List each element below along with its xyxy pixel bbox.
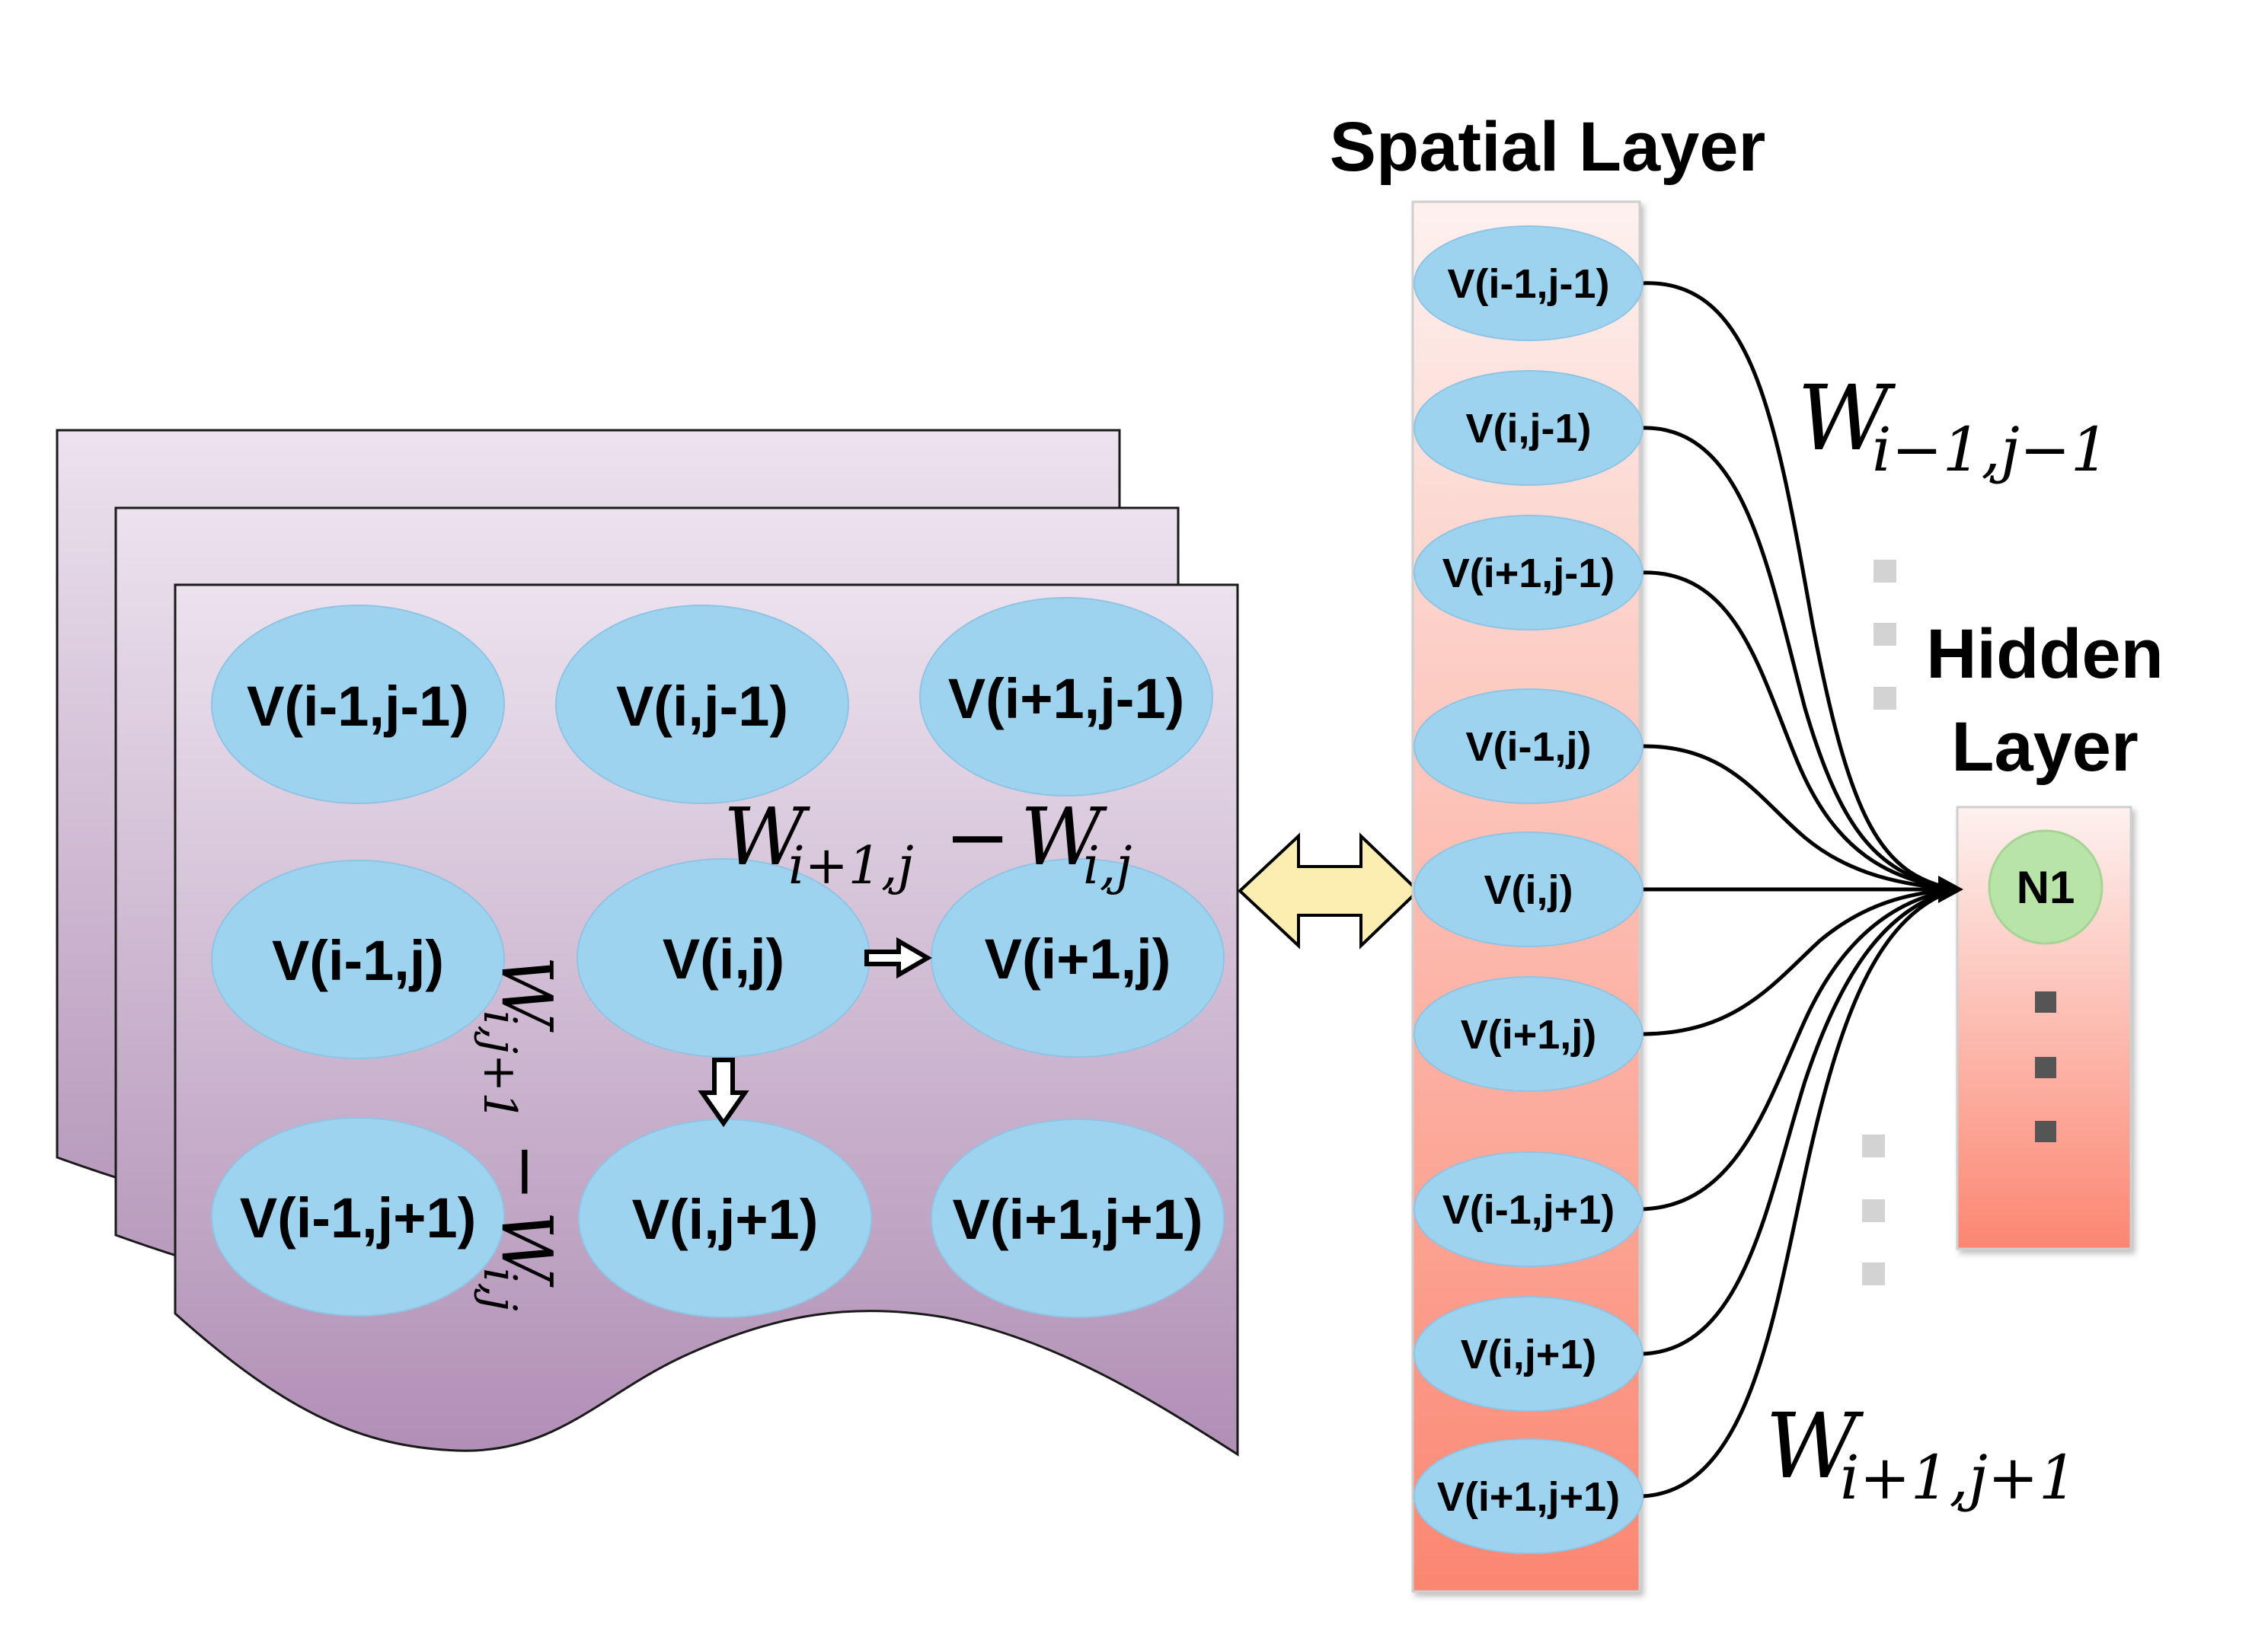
right-arrow-icon bbox=[864, 937, 932, 979]
weight-bottom-w: W bbox=[1765, 1393, 1864, 1499]
hidden-ellipsis-dot bbox=[2035, 1121, 2056, 1142]
grid-node-label-5: V(i+1,j) bbox=[985, 927, 1171, 991]
horizontal-weight-w2: W bbox=[1021, 790, 1107, 883]
spatial-node-2 bbox=[1414, 515, 1644, 630]
grid-node-label-4: V(i,j) bbox=[663, 927, 784, 991]
spatial-node-label-2: V(i+1,j-1) bbox=[1442, 551, 1615, 596]
weight-label-bottom: W i+1,j+1 bbox=[1765, 1393, 2078, 1513]
grid-node-label-0: V(i-1,j-1) bbox=[247, 675, 469, 738]
connection-6 bbox=[1640, 887, 1957, 1211]
vertical-weight-w2: W bbox=[486, 1211, 567, 1288]
horizontal-weight-label: W i+1,j − W i,j bbox=[724, 790, 1132, 896]
connection-3 bbox=[1640, 744, 1957, 892]
connection-2 bbox=[1640, 570, 1957, 892]
spatial-layer-title: Spatial Layer bbox=[1330, 108, 1766, 186]
connection-0 bbox=[1640, 281, 1957, 892]
weight-top-w: W bbox=[1797, 366, 1896, 471]
grid-node-label-2: V(i+1,j-1) bbox=[948, 667, 1185, 730]
connection-7 bbox=[1640, 887, 1957, 1356]
weight-top-sub: i−1,j−1 bbox=[1872, 414, 2110, 485]
spatial-node-5 bbox=[1414, 976, 1644, 1092]
spatial-node-3 bbox=[1414, 688, 1644, 804]
hidden-ellipsis-dot bbox=[2035, 991, 2056, 1013]
vertical-weight-w1-sub: i,j+1 bbox=[473, 1010, 526, 1121]
grid-node-1 bbox=[555, 605, 849, 804]
vertical-weight-w1: W bbox=[486, 956, 567, 1033]
ellipsis-dot bbox=[1873, 687, 1896, 710]
hidden-layer-ellipsis bbox=[2035, 991, 2056, 1142]
spatial-node-1 bbox=[1414, 370, 1644, 486]
spatial-node-label-5: V(i+1,j) bbox=[1461, 1012, 1597, 1058]
weight-label-top: W i−1,j−1 bbox=[1797, 366, 2110, 485]
grid-node-2 bbox=[919, 597, 1213, 796]
spatial-layer-nodes: V(i-1,j-1) V(i,j-1) V(i+1,j-1) V(i-1,j) … bbox=[1414, 225, 1644, 1554]
grid-node-6 bbox=[211, 1117, 505, 1317]
ellipsis-dot bbox=[1862, 1135, 1885, 1157]
grid-node-label-3: V(i-1,j) bbox=[272, 929, 444, 992]
bidirectional-arrow-icon bbox=[1238, 832, 1420, 950]
connection-1 bbox=[1640, 426, 1957, 892]
grid-node-label-8: V(i+1,j+1) bbox=[952, 1188, 1203, 1251]
horizontal-weight-w1: W bbox=[724, 790, 810, 883]
spatial-node-label-4: V(i,j) bbox=[1484, 867, 1573, 913]
spatial-node-6 bbox=[1414, 1151, 1644, 1267]
hidden-node-n1-label: N1 bbox=[2017, 862, 2075, 913]
spatial-node-label-3: V(i-1,j) bbox=[1465, 724, 1591, 770]
grid-node-label-6: V(i-1,j+1) bbox=[240, 1186, 477, 1250]
spatial-node-8 bbox=[1414, 1438, 1644, 1554]
hidden-ellipsis-dot bbox=[2035, 1057, 2056, 1078]
spatial-node-label-8: V(i+1,j+1) bbox=[1437, 1474, 1620, 1520]
spatial-node-label-1: V(i,j-1) bbox=[1465, 406, 1591, 452]
spatial-node-0 bbox=[1414, 225, 1644, 341]
grid-node-label-1: V(i,j-1) bbox=[616, 675, 788, 738]
connections bbox=[1640, 281, 1957, 1499]
ellipsis-dots bbox=[1862, 560, 1896, 1285]
hidden-node-n1 bbox=[1988, 829, 2103, 945]
arrowhead-icon bbox=[1938, 876, 1963, 903]
ellipsis-dot bbox=[1873, 623, 1896, 646]
horizontal-weight-minus: − bbox=[944, 790, 1011, 883]
ellipsis-dot bbox=[1862, 1199, 1885, 1222]
hidden-layer-title-line2: Layer bbox=[1951, 708, 2139, 786]
spatial-node-label-6: V(i-1,j+1) bbox=[1442, 1187, 1615, 1233]
ellipsis-dot bbox=[1862, 1262, 1885, 1285]
vertical-weight-w2-sub: i,j bbox=[473, 1268, 526, 1311]
vertical-weight-minus: − bbox=[486, 1142, 567, 1201]
grid-nodes: V(i-1,j-1) V(i,j-1) V(i+1,j-1) V(i-1,j) … bbox=[211, 597, 1225, 1318]
connection-8 bbox=[1640, 887, 1957, 1499]
grid-node-8 bbox=[931, 1119, 1225, 1318]
weight-bottom-sub: i+1,j+1 bbox=[1840, 1442, 2078, 1513]
spatial-node-label-7: V(i,j+1) bbox=[1461, 1332, 1597, 1377]
spatial-node-7 bbox=[1414, 1296, 1644, 1412]
ellipsis-dot bbox=[1873, 560, 1896, 583]
horizontal-weight-w2-sub: i,j bbox=[1083, 836, 1132, 896]
spatial-node-4 bbox=[1414, 832, 1644, 947]
grid-node-0 bbox=[211, 605, 505, 804]
spatial-node-label-0: V(i-1,j-1) bbox=[1447, 261, 1609, 307]
hidden-layer-title-line1: Hidden bbox=[1926, 615, 2164, 693]
down-arrow-icon bbox=[698, 1058, 749, 1128]
connection-5 bbox=[1640, 887, 1957, 1036]
vertical-weight-label: W i,j+1 − W i,j bbox=[473, 956, 567, 1311]
grid-node-label-7: V(i,j+1) bbox=[632, 1188, 819, 1251]
grid-node-3 bbox=[211, 860, 505, 1059]
horizontal-weight-w1-sub: i+1,j bbox=[788, 836, 914, 896]
